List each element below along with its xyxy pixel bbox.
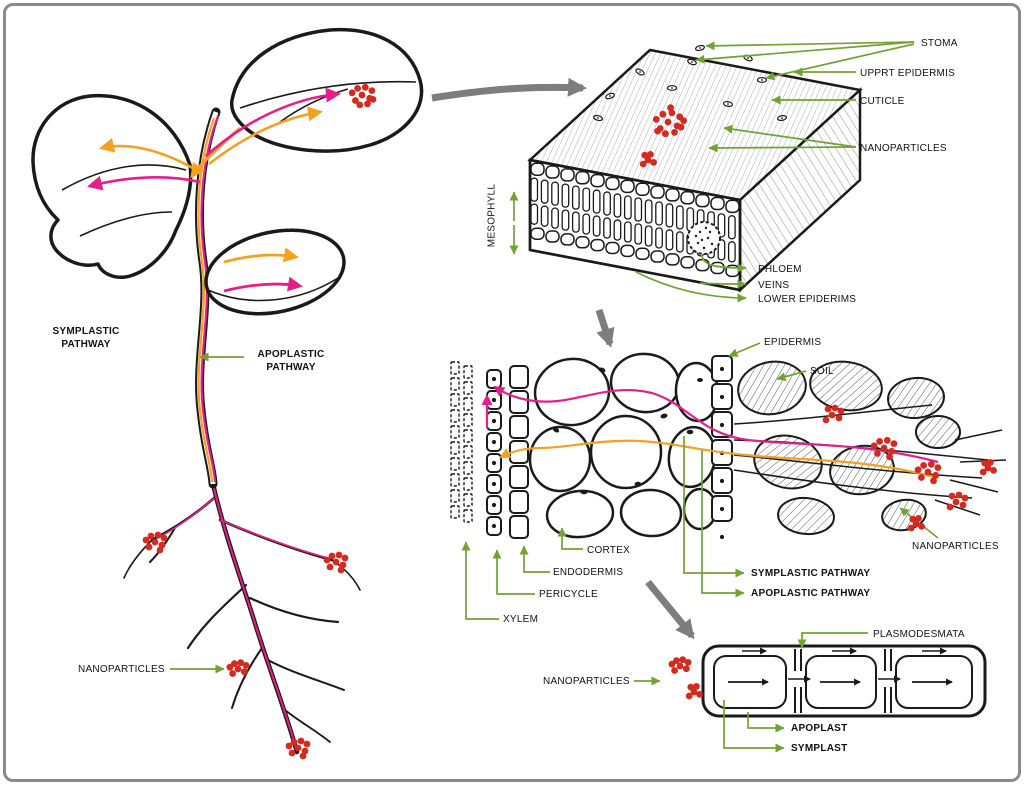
label-cortex: CORTEX (587, 545, 630, 556)
leaf-cross-section-sketch (527, 44, 863, 293)
connector-cortex (557, 527, 583, 550)
label-plasmodesmata: PLASMODESMATA (873, 629, 965, 640)
label-epidermis-root: EPIDERMIS (764, 337, 822, 348)
phloem-bundle (687, 221, 721, 255)
label-stoma: STOMA (921, 38, 958, 49)
flow-arrows-in-cells (728, 647, 953, 686)
leaves (31, 27, 424, 316)
pathway-arrows (87, 87, 341, 293)
mesophyll-cells (530, 162, 740, 278)
label-mesophyll: MESOPHYLL (486, 183, 498, 248)
connector-apoplastic-root (701, 450, 745, 598)
cell-chain-sketch (701, 644, 987, 718)
label-cuticle: CUTICLE (860, 96, 905, 107)
label-nanoparticles-leaf: NANOPARTICLES (860, 143, 947, 154)
label-lower-epidermis: LOWER EPIDERIMS (758, 294, 857, 305)
connector-stoma-1 (705, 41, 915, 51)
soil-clumps (737, 360, 961, 536)
symplastic-pathway-line-root (493, 385, 939, 464)
connector-phloem (701, 254, 747, 273)
cell-nuclei (552, 367, 703, 495)
cortex-cells (528, 352, 720, 539)
connector-lower-epidermis (635, 271, 747, 303)
label-pericycle: PERICYCLE (539, 589, 598, 600)
leaf-veins (61, 80, 417, 302)
connector-symplastic-root (683, 436, 745, 578)
connector-stoma-2 (695, 41, 915, 64)
connector-epidermis-root (728, 342, 761, 357)
connector-stoma-3 (765, 43, 915, 81)
connector-plasmodesmata (797, 632, 868, 649)
plant-sketch (31, 27, 424, 755)
label-symplast: SYMPLAST (791, 743, 848, 754)
connector-xylem (461, 541, 499, 620)
connector-endodermis (519, 545, 550, 573)
flow-connector-arrows (431, 77, 695, 640)
label-soil: SOIL (810, 366, 834, 377)
label-endodermis: ENDODERMIS (553, 567, 624, 578)
label-symplastic-pathway-root: SYMPLASTIC PATHWAY (751, 568, 871, 579)
cell-junction-walls (794, 649, 892, 713)
arrow-root-to-cell (645, 579, 695, 640)
stomata (593, 44, 788, 122)
label-nanoparticles-cell: NANOPARTICLES (543, 676, 630, 687)
connector-nanoparticles-leaf-2 (708, 143, 857, 153)
connector-soil (776, 370, 807, 382)
arrow-plant-to-leaf (431, 77, 587, 102)
root-system (123, 481, 361, 755)
connector-apoplast (747, 712, 785, 733)
label-apoplastic-pathway-root: APOPLASTIC PATHWAY (751, 588, 871, 599)
root-tissue-columns (450, 355, 733, 540)
label-nanoparticles-plant: NANOPARTICLES (78, 664, 165, 675)
label-phloem: PHLOEM (758, 264, 802, 275)
label-connectors (170, 41, 939, 753)
connector-symplast (723, 700, 785, 753)
label-xylem: XYLEM (503, 614, 539, 625)
apoplastic-pathway-line-root (499, 439, 935, 479)
connector-nanoparticles-leaf-1 (723, 124, 857, 148)
label-nanoparticles-root: NANOPARTICLES (912, 541, 999, 552)
label-veins: VEINS (758, 280, 790, 291)
connector-pericycle (492, 549, 535, 595)
label-apoplast: APOPLAST (791, 723, 848, 734)
label-upper-epidermis: UPPRT EPIDERMIS (860, 68, 956, 79)
root-cross-section-sketch (450, 352, 1007, 540)
phloem-stipple (694, 226, 714, 250)
arrow-leaf-to-root (595, 308, 615, 348)
label-apoplastic-pathway-plant: APOPLASTIC PATHWAY (257, 349, 325, 373)
nanoparticle-dots (142, 83, 997, 760)
stem (194, 107, 221, 489)
label-symplastic-pathway-plant: SYMPLASTIC PATHWAY (52, 326, 120, 350)
connector-veins (699, 279, 747, 289)
